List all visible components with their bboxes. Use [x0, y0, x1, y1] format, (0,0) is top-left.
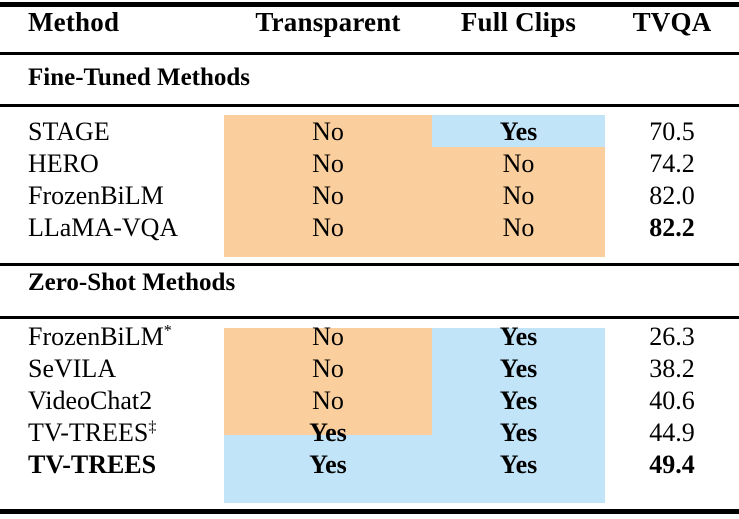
table-row: STAGE No Yes 70.5: [0, 116, 739, 148]
table-row: LLaMA-VQA No No 82.2: [0, 212, 739, 244]
table-row: TV-TREES Yes Yes 49.4: [0, 449, 739, 481]
cell-transparent: No: [312, 354, 344, 383]
cell-method-stage-11: STAGE: [28, 117, 110, 146]
cell-transparent: Yes: [309, 450, 347, 479]
spacer-after-finetuned-block: [0, 244, 739, 258]
column-header-method: Method: [28, 7, 120, 37]
cell-method-tv-trees-24: TV-TREES‡: [28, 418, 157, 447]
cell-tvqa-score: 70.5: [649, 117, 695, 146]
highlight-finetuned-blue: [432, 115, 605, 147]
table-top-rule: [0, 2, 739, 7]
table-bottom-rule: [0, 509, 739, 514]
cell-transparent: No: [312, 322, 344, 351]
section-header-fine-tuned-methods: Fine-Tuned Methods: [0, 53, 739, 102]
cell-tvqa-score: 38.2: [649, 354, 695, 383]
cell-method-sevila-22: SeVILA: [28, 354, 117, 383]
cell-transparent: No: [312, 386, 344, 415]
cell-full-clips: Yes: [499, 322, 538, 351]
cell-method-hero-12: HERO: [28, 149, 99, 178]
cell-full-clips: No: [502, 181, 535, 210]
section-title: Zero-Shot Methods: [28, 268, 236, 296]
table-row: FrozenBiLM No No 82.0: [0, 180, 739, 212]
cell-tvqa-score: 40.6: [649, 386, 695, 415]
cell-tvqa-score: 82.2: [649, 213, 695, 242]
cell-method-videochat2-23: VideoChat2: [28, 386, 153, 415]
table-row: VideoChat2 No Yes 40.6: [0, 385, 739, 417]
cell-method-llama-vqa-14: LLaMA-VQA: [28, 213, 179, 242]
cell-transparent: No: [312, 181, 344, 210]
cell-tvqa-score: 49.4: [649, 450, 695, 479]
column-header-full-clips: Full Clips: [460, 7, 577, 37]
cell-full-clips: Yes: [499, 386, 538, 415]
cell-transparent: No: [312, 149, 344, 178]
cell-tvqa-score: 74.2: [649, 149, 695, 178]
cell-transparent: Yes: [309, 418, 347, 447]
cell-full-clips: No: [502, 213, 535, 242]
cell-method-tv-trees-25: TV-TREES: [28, 450, 157, 479]
cell-tvqa-score: 82.0: [649, 181, 695, 210]
section-rule-below-zero-shot: [0, 316, 739, 319]
table-row: HERO No No 74.2: [0, 148, 739, 180]
highlight-zeroshot-orange: [224, 328, 432, 435]
cell-method-frozenbilm-21: FrozenBiLM*: [28, 322, 172, 351]
cell-full-clips: Yes: [499, 117, 538, 146]
cell-transparent: No: [312, 117, 344, 146]
cell-tvqa-score: 44.9: [649, 418, 695, 447]
column-header-tvqa: TVQA: [632, 7, 712, 37]
section-rule-above-zero-shot: [0, 263, 739, 266]
table-row: SeVILA No Yes 38.2: [0, 353, 739, 385]
table-row: FrozenBiLM* No Yes 26.3: [0, 321, 739, 353]
table-header-rule: [0, 52, 739, 55]
table-header-row: Method Transparent Full Clips TVQA: [0, 0, 739, 45]
column-header-transparent: Transparent: [255, 7, 401, 37]
cell-full-clips: Yes: [499, 450, 538, 479]
footnote-marker: ‡: [148, 418, 157, 436]
table-row: TV-TREES‡ Yes Yes 44.9: [0, 417, 739, 449]
cell-full-clips: Yes: [499, 354, 538, 383]
cell-method-frozenbilm-13: FrozenBiLM: [28, 181, 164, 210]
cell-full-clips: No: [502, 149, 535, 178]
section-header-zero-shot-methods: Zero-Shot Methods: [0, 258, 739, 307]
cell-tvqa-score: 26.3: [649, 322, 695, 351]
section-rule-fine-tuned: [0, 104, 739, 107]
cell-transparent: No: [312, 213, 344, 242]
section-title: Fine-Tuned Methods: [28, 63, 251, 91]
cell-full-clips: Yes: [499, 418, 538, 447]
spacer-cell: [0, 244, 739, 258]
results-table: Method Transparent Full Clips TVQA Fine-…: [0, 0, 739, 481]
footnote-marker: *: [163, 322, 172, 340]
